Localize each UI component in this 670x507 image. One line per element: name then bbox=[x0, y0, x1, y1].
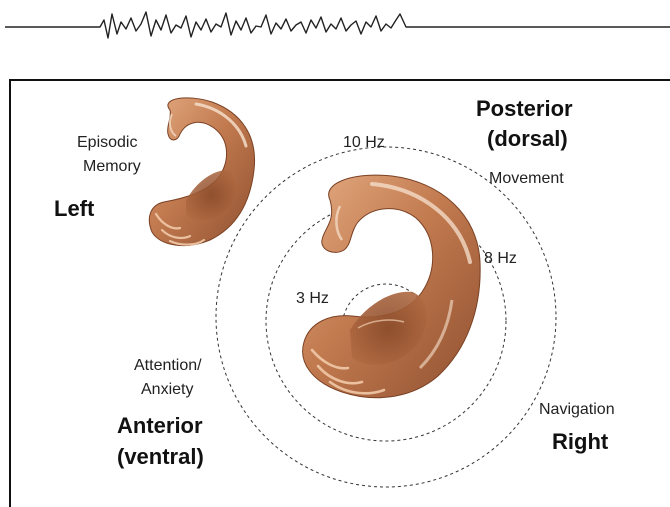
dorsal-label: (dorsal) bbox=[487, 126, 568, 151]
ventral-label: (ventral) bbox=[117, 444, 204, 469]
hz10-label: 10 Hz bbox=[343, 134, 385, 152]
anterior-label: Anterior bbox=[117, 413, 203, 438]
hz8-label: 8 Hz bbox=[484, 250, 517, 268]
movement-label: Movement bbox=[489, 170, 564, 188]
right-hippocampus bbox=[303, 175, 481, 397]
navigation-label: Navigation bbox=[539, 401, 615, 419]
episodic-label-line2: Memory bbox=[83, 158, 141, 176]
episodic-label-line1: Episodic bbox=[77, 134, 137, 152]
attention-label-line1: Attention/ bbox=[134, 357, 202, 375]
posterior-label: Posterior bbox=[476, 96, 573, 121]
left-hippocampus bbox=[149, 98, 254, 246]
hz3-label: 3 Hz bbox=[296, 290, 329, 308]
attention-label-line2: Anxiety bbox=[141, 381, 193, 399]
right-label: Right bbox=[552, 429, 608, 454]
left-label: Left bbox=[54, 196, 94, 221]
